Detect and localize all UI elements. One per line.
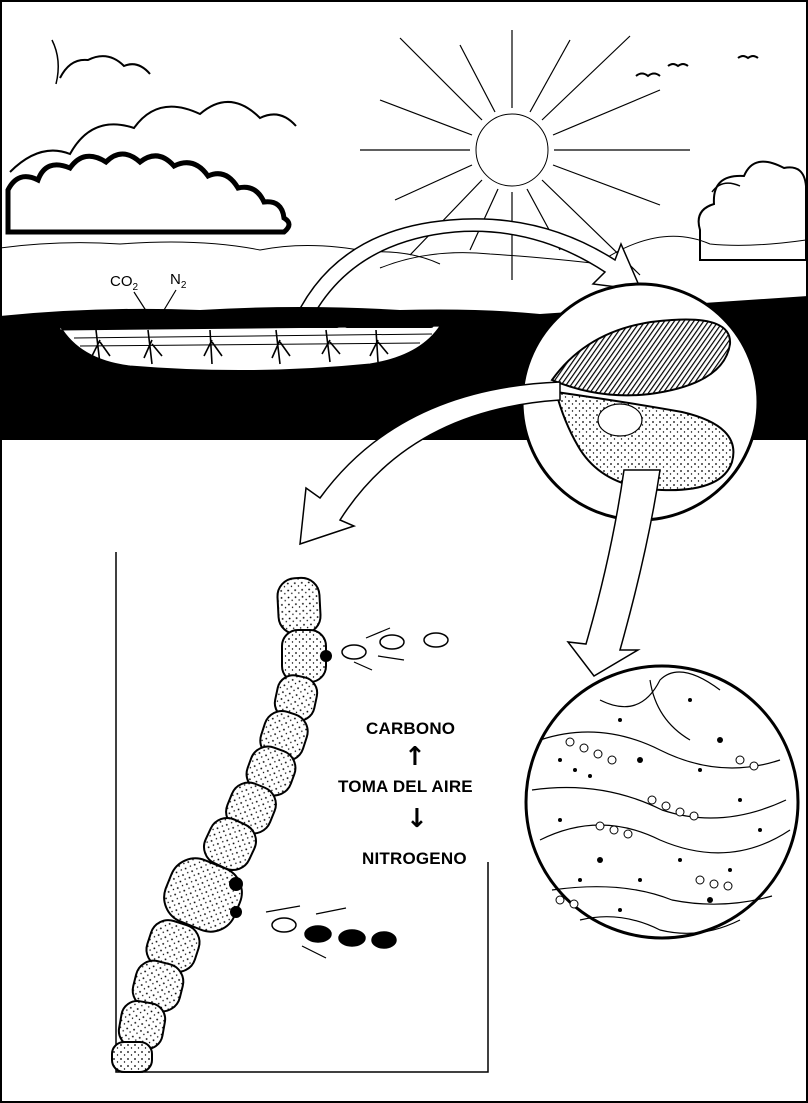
n2-label-base: N	[170, 271, 181, 288]
n2-label: N2	[170, 271, 186, 289]
nitrogeno-label: NITROGENO	[362, 849, 467, 869]
cell-panel	[112, 552, 488, 1072]
sun	[360, 30, 690, 280]
up-arrow-icon: ↑	[404, 744, 426, 770]
birds	[636, 56, 758, 76]
co2-molecules	[342, 633, 448, 659]
n2-molecules	[272, 918, 396, 948]
co2-label: CO2	[110, 273, 138, 291]
leaf-cavity	[598, 404, 642, 436]
n2-label-sub: 2	[181, 280, 187, 291]
carbono-label: CARBONO	[366, 719, 455, 739]
filament	[112, 577, 326, 1072]
micro-circle	[526, 666, 798, 938]
down-arrow-icon: ↓	[406, 806, 428, 832]
co2-label-base: CO	[110, 273, 133, 290]
toma-del-aire-label: TOMA DEL AIRE	[338, 777, 473, 797]
co2-label-sub: 2	[133, 282, 139, 293]
cloud-left	[8, 40, 296, 232]
